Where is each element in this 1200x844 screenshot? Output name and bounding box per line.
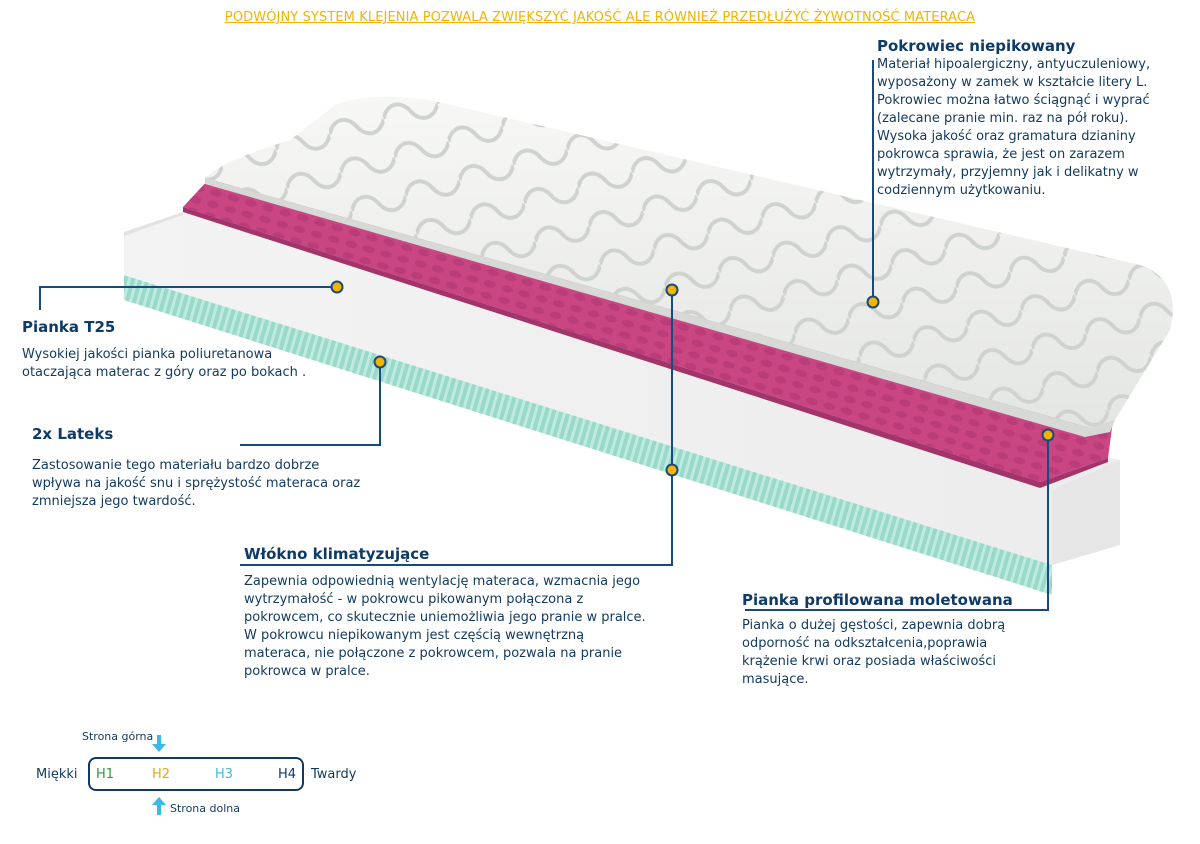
fiber-description: Zapewnia odpowiednią wentylację materaca…	[244, 574, 646, 679]
fiber-heading: Włókno klimatyzujące	[244, 545, 430, 563]
foam-t25-description: Wysokiej jakości pianka poliuretanowa ot…	[22, 347, 307, 380]
latex-layer	[124, 275, 1052, 595]
foam-base-layer	[124, 212, 1120, 565]
cover-description: Materiał hipoalergiczny, antyuczuleniowy…	[877, 57, 1151, 198]
latex-heading: 2x Lateks	[32, 425, 114, 443]
firmness-level-h3: H3	[215, 767, 234, 782]
firmness-scale	[88, 757, 304, 791]
foam-t25-heading: Pianka T25	[22, 318, 116, 336]
profiled-foam-description: Pianka o dużej gęstości, zapewnia dobrą …	[742, 618, 1006, 687]
firmness-level-h2: H2	[152, 767, 171, 782]
latex-description: Zastosowanie tego materiału bardzo dobrz…	[32, 458, 361, 509]
bottom-side-arrow-icon	[152, 797, 166, 815]
callout-lines	[39, 60, 1049, 611]
callout-markers	[330, 280, 1055, 477]
cover-layer	[205, 96, 1173, 437]
profiled-foam-heading: Pianka profilowana moletowana	[742, 591, 1013, 609]
cover-heading: Pokrowiec niepikowany	[877, 37, 1076, 55]
hard-label: Twardy	[311, 767, 357, 782]
firmness-level-h4: H4	[278, 767, 297, 782]
top-side-arrow-icon	[152, 735, 166, 752]
firmness-level-h1: H1	[96, 767, 115, 782]
top-side-label: Strona górna	[82, 730, 154, 743]
page-title: PODWÓJNY SYSTEM KLEJENIA POZWALA ZWIĘKSZ…	[224, 10, 976, 25]
soft-label: Miękki	[36, 767, 78, 782]
profiled-foam-layer	[183, 178, 1115, 488]
bottom-side-label: Strona dolna	[170, 802, 240, 815]
